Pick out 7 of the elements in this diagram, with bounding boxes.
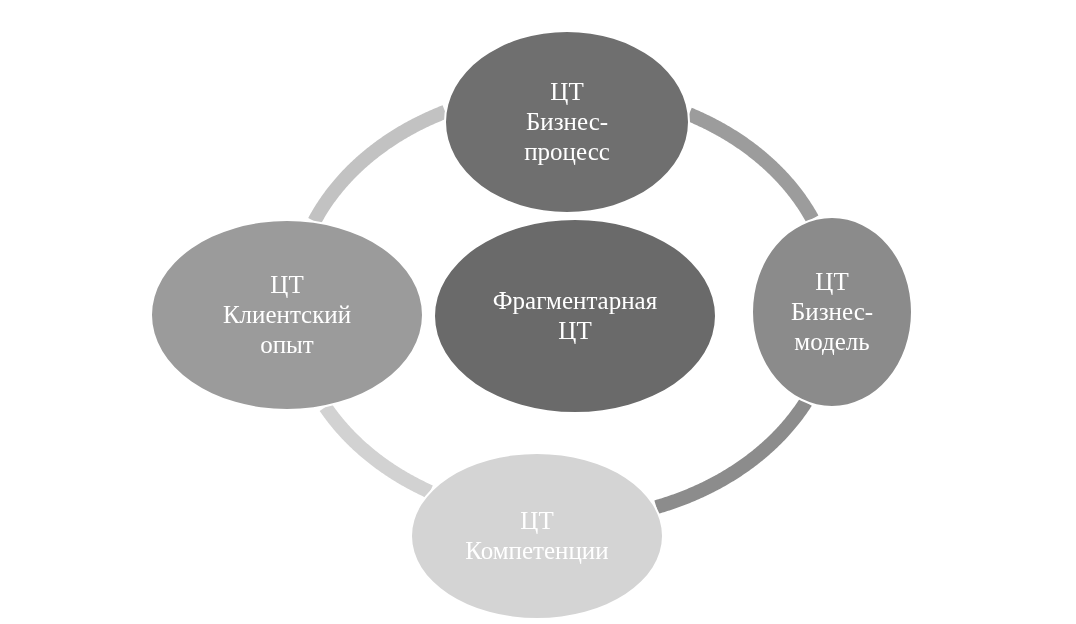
node-label: ЦТ (270, 270, 304, 300)
node-label: Бизнес-модель (789, 297, 875, 357)
node-label: ЦТ (550, 77, 584, 107)
node-label: Бизнес-процесс (523, 107, 611, 167)
node-label: Фрагментарная ЦТ (491, 286, 659, 346)
node-label: ЦТ (815, 267, 849, 297)
node-label: Клиентский опыт (221, 300, 353, 360)
